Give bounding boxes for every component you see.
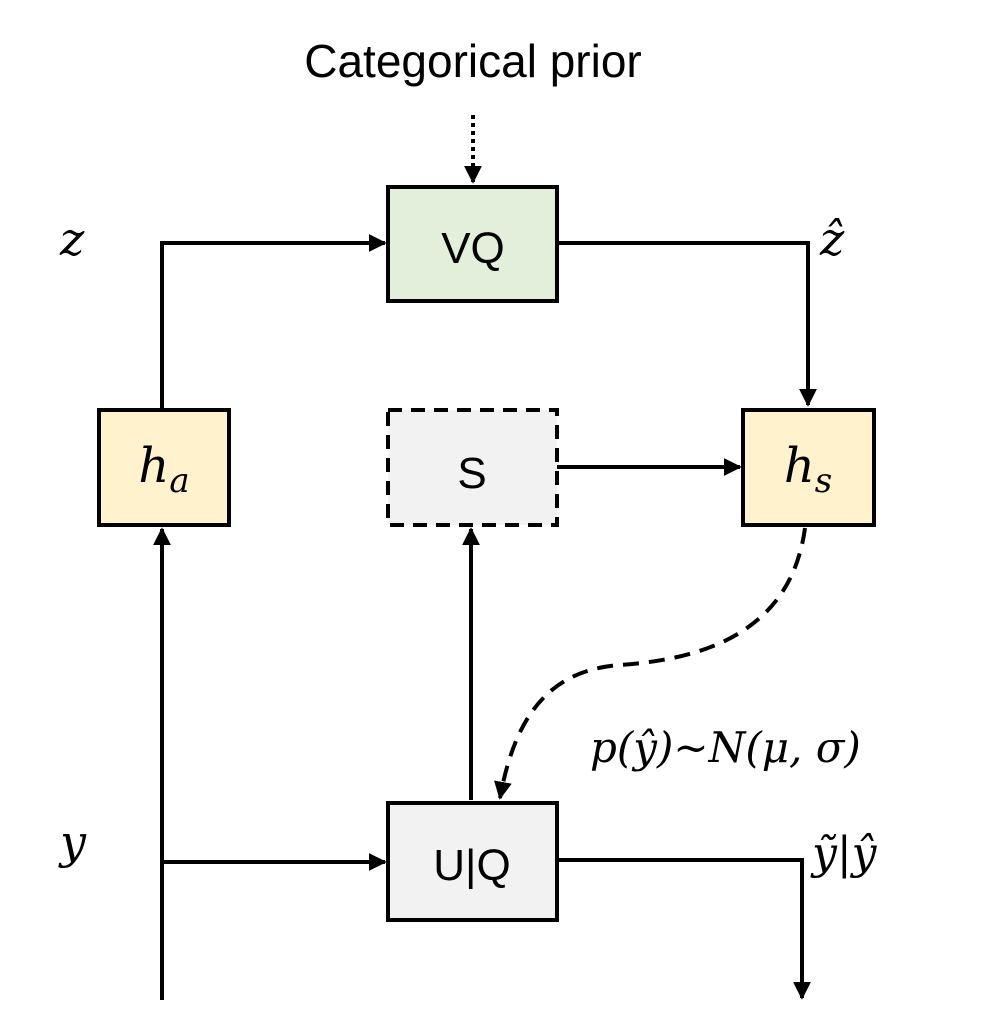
s-label: S <box>457 449 486 498</box>
z-label: z <box>59 212 85 266</box>
z-hat-label: ẑ <box>819 212 845 266</box>
y-tilde-label: ỹ|ŷ <box>810 828 878 879</box>
hs-label: hs <box>784 438 832 501</box>
vq-node: VQ <box>386 185 559 303</box>
uq-node: U|Q <box>386 801 559 922</box>
ha-node: ha <box>97 408 231 527</box>
categorical-prior-label: Categorical prior <box>304 35 641 87</box>
edge-hs-to-uq-dashed <box>494 527 807 800</box>
distribution-label: p(ŷ)~N(μ, σ) <box>590 723 861 772</box>
s-node: S <box>386 408 559 527</box>
ha-label: ha <box>138 438 189 501</box>
edge-vq-to-hs <box>557 241 817 407</box>
uq-label: U|Q <box>433 841 510 890</box>
edge-uq-to-output <box>557 858 811 1000</box>
y-label: y <box>58 815 87 869</box>
hs-node: hs <box>741 408 876 527</box>
edge-ha-to-vq <box>160 234 387 410</box>
vq-label: VQ <box>441 224 505 273</box>
